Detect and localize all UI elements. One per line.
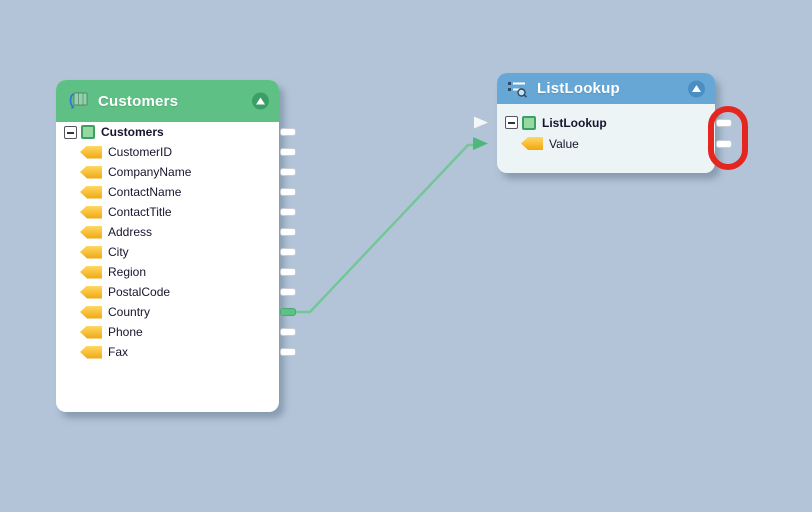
tree-row-root[interactable]: ListLookup bbox=[474, 112, 732, 133]
tree-row-label: Address bbox=[108, 225, 153, 239]
tree-row-label: ContactTitle bbox=[108, 205, 172, 219]
customers-header[interactable]: Customers bbox=[56, 80, 279, 122]
tree-row[interactable]: CompanyName bbox=[56, 162, 296, 182]
listlookup-component[interactable]: ListLookup ListLookup Value bbox=[473, 73, 732, 173]
tree-row[interactable]: ContactName bbox=[56, 182, 296, 202]
tree-row[interactable]: CustomerID bbox=[56, 142, 296, 162]
output-connector[interactable] bbox=[280, 328, 296, 336]
output-connector[interactable] bbox=[280, 208, 296, 216]
output-connector[interactable] bbox=[280, 188, 296, 196]
tree-row-label: Country bbox=[108, 305, 151, 319]
element-icon bbox=[80, 305, 102, 319]
listlookup-header[interactable]: ListLookup bbox=[497, 73, 715, 104]
output-connector[interactable] bbox=[280, 248, 296, 256]
collapse-up-icon bbox=[256, 97, 265, 105]
output-connector[interactable] bbox=[280, 128, 296, 136]
tree-row[interactable]: City bbox=[56, 242, 296, 262]
output-connector[interactable] bbox=[716, 139, 732, 148]
collapse-expander-icon[interactable] bbox=[64, 125, 77, 139]
output-connector[interactable] bbox=[280, 288, 296, 296]
element-icon bbox=[80, 325, 102, 339]
tree-row[interactable]: Value bbox=[473, 133, 732, 154]
list-lookup-icon bbox=[508, 81, 527, 98]
component-title: Customers bbox=[98, 92, 179, 110]
tree-row-label: Phone bbox=[108, 325, 143, 339]
element-icon bbox=[80, 185, 102, 199]
tree-row-label: ContactName bbox=[108, 185, 182, 199]
component-title: ListLookup bbox=[537, 80, 620, 97]
element-icon bbox=[80, 205, 102, 219]
tree-row-label: ListLookup bbox=[542, 115, 607, 130]
tree-row-label: City bbox=[108, 245, 129, 259]
element-icon bbox=[80, 345, 102, 359]
tree-row[interactable]: Country bbox=[56, 302, 296, 322]
tree-row[interactable]: Fax bbox=[56, 342, 296, 362]
output-connector[interactable] bbox=[280, 308, 296, 316]
element-icon bbox=[521, 137, 543, 150]
element-icon bbox=[80, 165, 102, 179]
input-connector[interactable] bbox=[474, 116, 488, 129]
input-connector[interactable] bbox=[473, 137, 488, 150]
tree-row[interactable]: Phone bbox=[56, 322, 296, 342]
element-icon bbox=[80, 285, 102, 299]
output-connector[interactable] bbox=[280, 168, 296, 176]
output-connector[interactable] bbox=[280, 148, 296, 156]
tree-row-root[interactable]: Customers bbox=[56, 122, 296, 142]
tree-row[interactable]: ContactTitle bbox=[56, 202, 296, 222]
collapse-expander-icon[interactable] bbox=[505, 116, 518, 129]
collapse-up-icon bbox=[692, 85, 701, 92]
table-node-icon bbox=[522, 115, 536, 130]
collapse-button[interactable] bbox=[688, 80, 705, 97]
collapse-button[interactable] bbox=[252, 92, 269, 110]
element-icon bbox=[80, 265, 102, 279]
element-icon bbox=[80, 245, 102, 259]
output-connector[interactable] bbox=[280, 268, 296, 276]
tree-row-label: CustomerID bbox=[108, 145, 173, 159]
table-node-icon bbox=[81, 125, 95, 139]
tree-row[interactable]: PostalCode bbox=[56, 282, 296, 302]
database-table-icon bbox=[69, 92, 88, 109]
customers-component[interactable]: Customers Customers CustomerID bbox=[56, 80, 296, 412]
tree-row-label: Region bbox=[108, 265, 147, 279]
tree-row[interactable]: Region bbox=[56, 262, 296, 282]
tree-row-label: CompanyName bbox=[108, 165, 192, 179]
element-icon bbox=[80, 145, 102, 159]
tree-row-label: Value bbox=[549, 136, 579, 151]
output-connector[interactable] bbox=[716, 118, 732, 127]
tree-row-label: Customers bbox=[101, 125, 164, 139]
tree-row-label: PostalCode bbox=[108, 285, 171, 299]
tree-row[interactable]: Address bbox=[56, 222, 296, 242]
element-icon bbox=[80, 225, 102, 239]
output-connector[interactable] bbox=[280, 348, 296, 356]
output-connector[interactable] bbox=[280, 228, 296, 236]
tree-row-label: Fax bbox=[108, 345, 129, 359]
